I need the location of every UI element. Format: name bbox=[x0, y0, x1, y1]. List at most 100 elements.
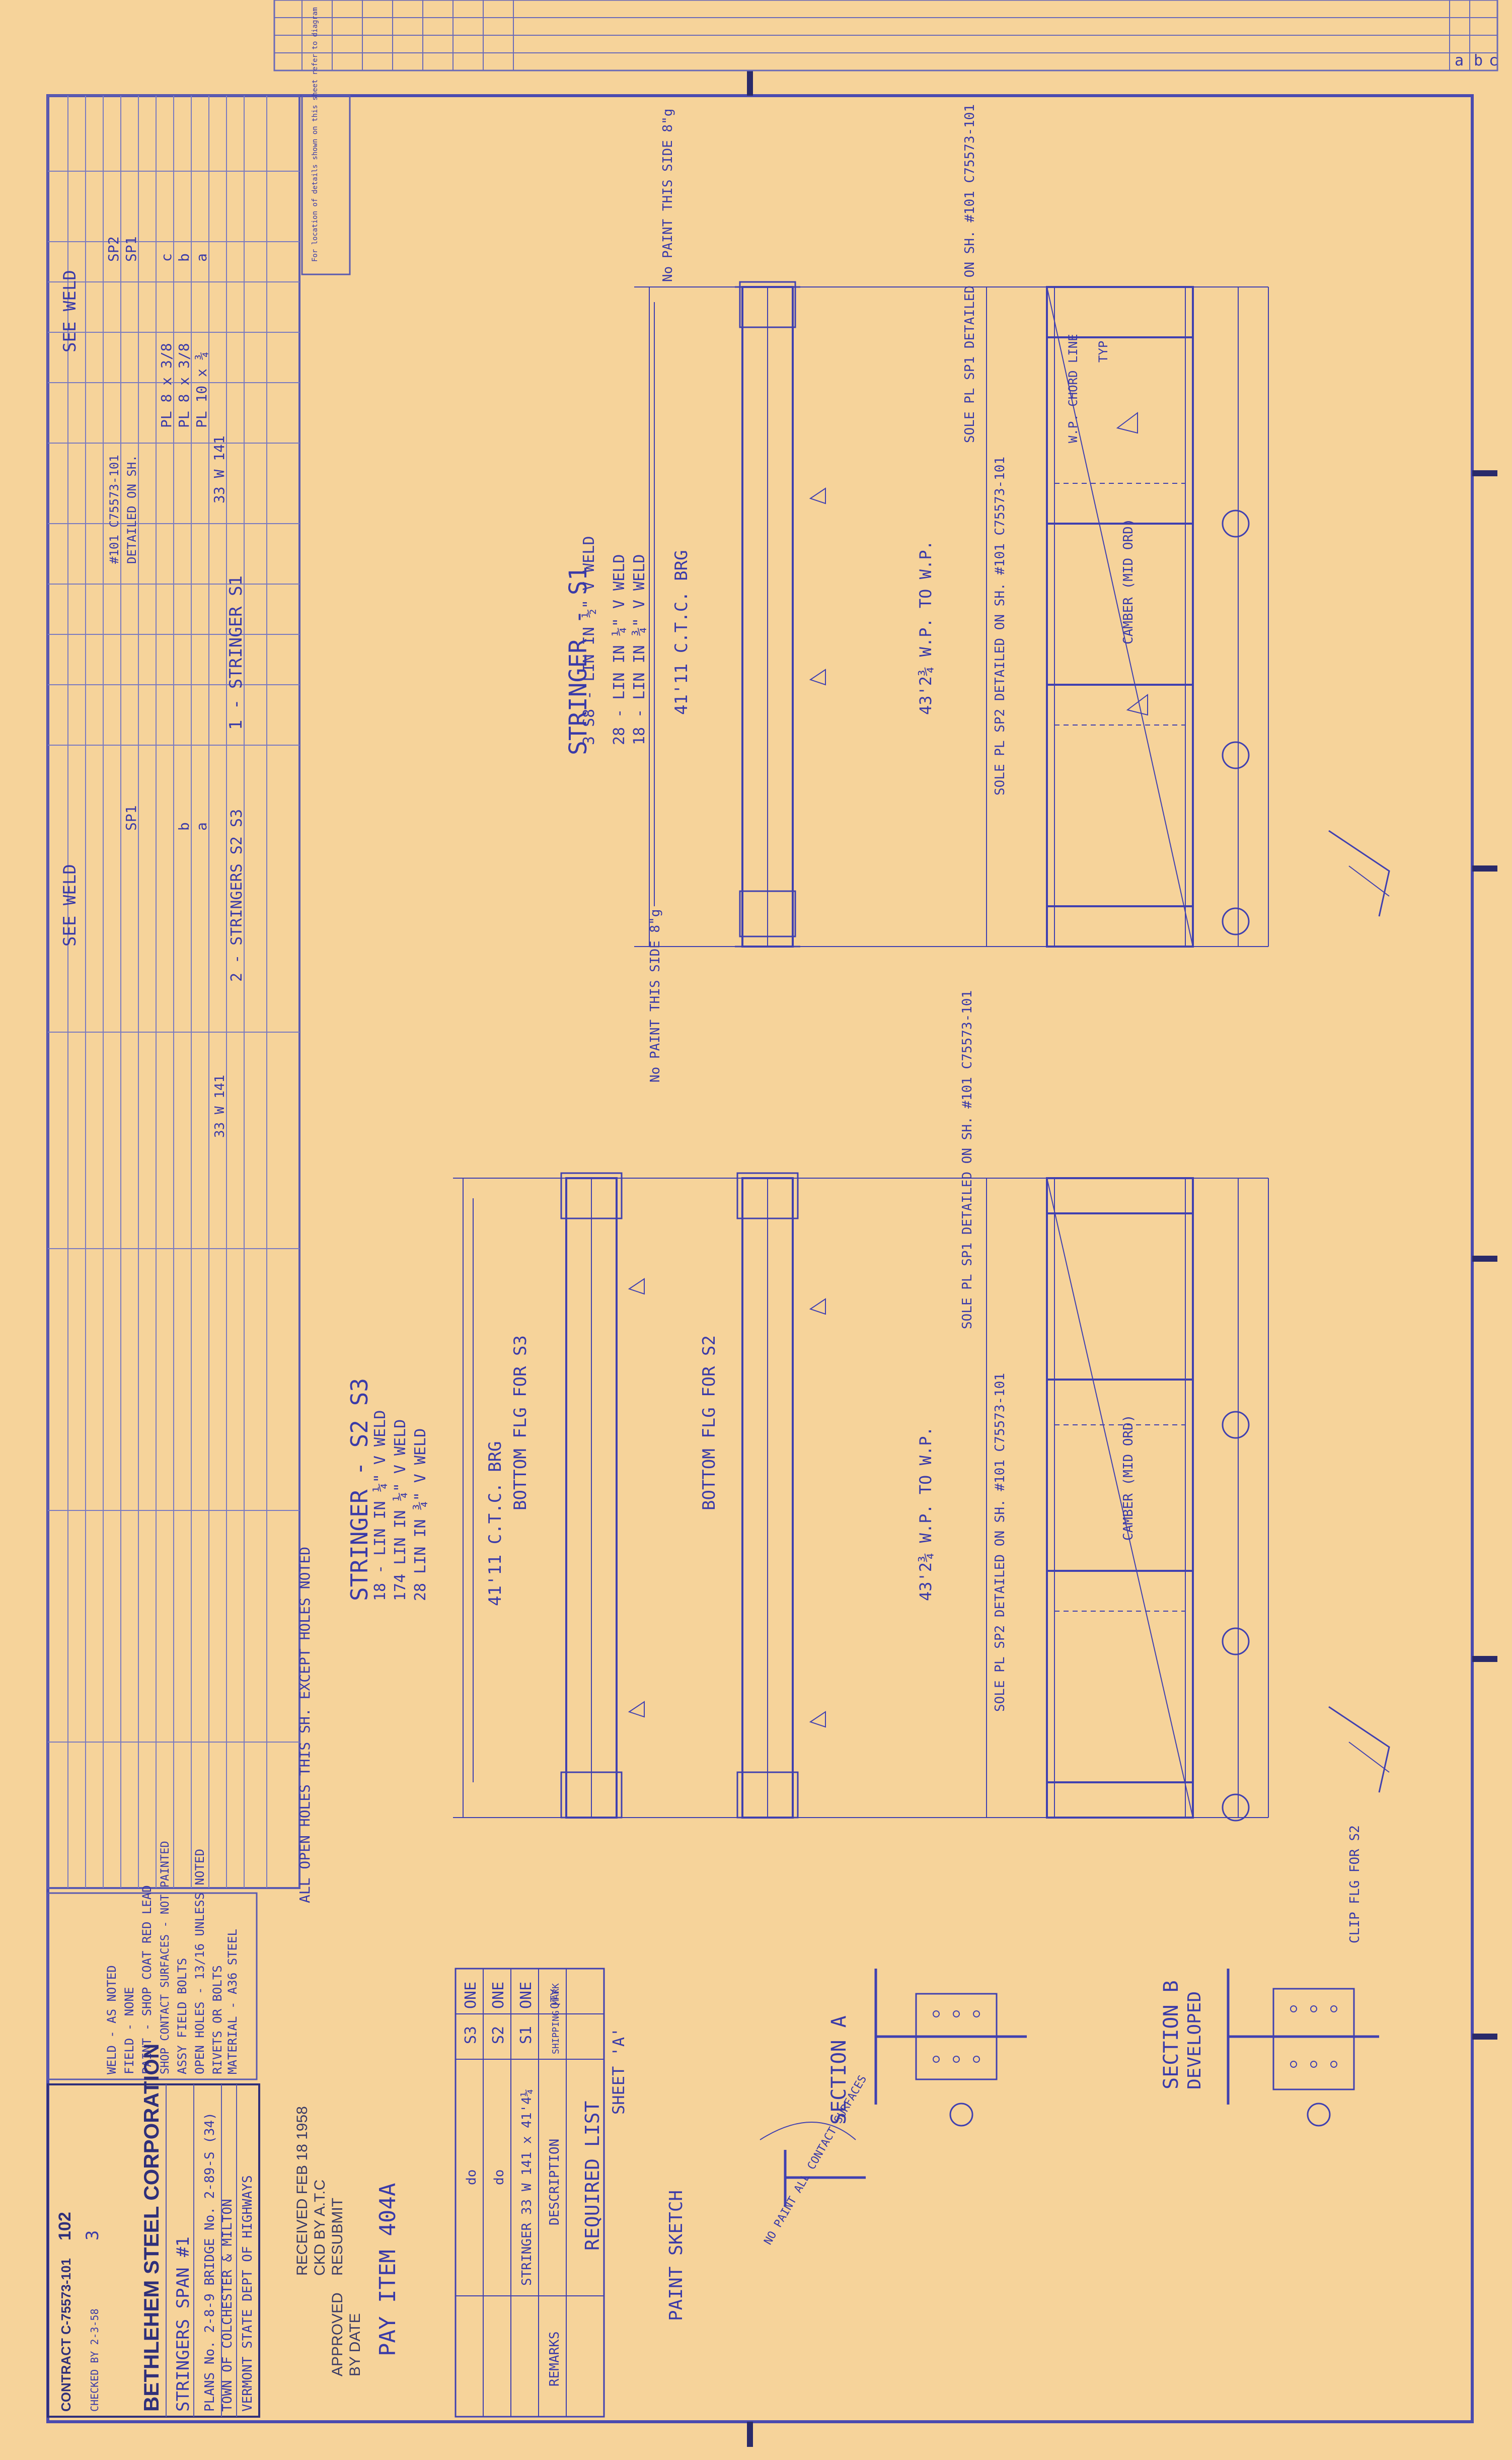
company-name: BETHLEHEM STEEL CORPORATION bbox=[139, 2044, 163, 2412]
checked-by: CHECKED BY 2-3-58 bbox=[89, 2308, 101, 2412]
schedule-row: SP1 bbox=[123, 805, 139, 831]
stringer-s2s3-elevation bbox=[453, 1172, 1390, 1822]
stringer-s2s3-camber: CAMBER (MID ORD) bbox=[1121, 1415, 1136, 1541]
note-1: MATERIAL - A36 STEEL bbox=[225, 1929, 240, 2074]
project-name: VERMONT STATE DEPT OF HIGHWAYS bbox=[240, 2175, 255, 2412]
all-holes-note: ALL OPEN HOLES THIS SH. EXCEPT HOLES NOT… bbox=[296, 1547, 313, 1903]
corner-letter-c: c bbox=[1489, 52, 1498, 69]
schedule-row: SEE WELD bbox=[60, 864, 80, 947]
required-row-1-desc: STRINGER 33 W 141 x 41'4¼ bbox=[519, 2089, 535, 2286]
required-list: SHEET 'A' REQUIRED LIST QTY SHIPPING MAR… bbox=[455, 1968, 628, 2418]
stringer-s1-sole-pl-2: SOLE PL SP2 DETAILED ON SH. #101 C75573-… bbox=[993, 457, 1008, 795]
section-a-label: SECTION A bbox=[827, 2015, 851, 2125]
required-row-3-desc: do bbox=[464, 2169, 479, 2185]
schedule-header-note: For location of details shown on this sh… bbox=[311, 7, 319, 262]
schedule-row: PL 8 x 3/8 bbox=[176, 343, 192, 428]
stringer-s2s3-dim-ctc: 41'11 C.T.C. BRG bbox=[485, 1441, 505, 1606]
note-3: OPEN HOLES - 13/16 UNLESS NOTED bbox=[193, 1849, 207, 2074]
section-b-label: SECTION B bbox=[1160, 1980, 1183, 2089]
pay-item: PAY ITEM 404A bbox=[375, 2183, 401, 2356]
stringer-s1-no-paint: No PAINT THIS SIDE 8"g bbox=[660, 109, 675, 282]
required-row-3-mark: S3 bbox=[462, 2026, 480, 2044]
title-block: BETHLEHEM STEEL CORPORATION VERMONT STAT… bbox=[47, 2044, 260, 2418]
stringer-s2s3-no-paint: No PAINT THIS SIDE 8"g bbox=[648, 909, 663, 1082]
schedule-row: b bbox=[176, 253, 192, 262]
required-row-2-mark: S2 bbox=[490, 2026, 507, 2044]
received-stamp: RECEIVED FEB 18 1958 CKD BY A.T.C RESUBM… bbox=[294, 2106, 363, 2376]
required-row-1-mark: S1 bbox=[517, 2026, 535, 2044]
stringer-s2s3-labels: STRINGER - S2 S3 18 - LIN IN ¼" V WELD 1… bbox=[346, 909, 1363, 1943]
contract-number: CONTRACT C-75573-101 bbox=[58, 2258, 73, 2412]
project-job: PLANS No. 2-8-9 BRIDGE No. 2-89-S (34) bbox=[202, 2112, 217, 2412]
stringer-s1-spec-2: 28 - LIN IN ¼" V WELD bbox=[611, 554, 628, 745]
required-list-h-mark: SHIPPING MARK bbox=[551, 1983, 561, 2054]
schedule-row: 2 - STRINGERS S2 S3 bbox=[228, 809, 246, 982]
schedule-row: PL 10 x ¾ bbox=[193, 351, 210, 428]
note-5: SHOP CONTACT SURFACES - NOT PAINTED bbox=[159, 1841, 172, 2074]
required-list-sheet: SHEET 'A' bbox=[609, 2028, 628, 2115]
stringer-s1-sole-pl-1: SOLE PL SP1 DETAILED ON SH. #101 C75573-… bbox=[962, 104, 977, 443]
stringer-s2s3-spec-2: 174 LIN IN ¼" V WELD bbox=[392, 1419, 409, 1601]
received-line-5: BY DATE bbox=[347, 2313, 363, 2376]
stringer-s1-dim-total: 43'2¾ W.P. TO W.P. bbox=[916, 540, 935, 715]
stringer-s2s3-title: STRINGER - S2 S3 bbox=[346, 1378, 373, 1601]
required-list-h-qty: QTY bbox=[549, 1989, 562, 2009]
schedule-row: c bbox=[158, 253, 175, 262]
received-line-4: APPROVED bbox=[329, 2292, 346, 2376]
schedule-row: SEE WELD bbox=[60, 270, 80, 352]
received-line-2: CKD BY A.T.C bbox=[312, 2180, 328, 2276]
required-row-3-qty: ONE bbox=[462, 1982, 480, 2009]
paint-sketch bbox=[760, 2122, 866, 2205]
general-notes: MATERIAL - A36 STEEL RIVETS OR BOLTS OPE… bbox=[47, 1841, 258, 2080]
stringer-s1-title: STRINGER - S1 bbox=[564, 566, 592, 755]
revision-grid: a b c bbox=[273, 0, 1498, 71]
required-row-2-qty: ONE bbox=[490, 1982, 507, 2009]
required-list-title: REQUIRED LIST bbox=[581, 2101, 603, 2251]
schedule-row: a bbox=[193, 253, 210, 262]
stringer-s1-dim-ctc: 41'11 C.T.C. BRG bbox=[671, 550, 692, 715]
sheet-number: 3 bbox=[83, 2230, 103, 2240]
drawing-number: 102 bbox=[55, 2212, 74, 2240]
stringer-s1-elevation bbox=[634, 281, 1390, 948]
section-b-detail bbox=[1227, 1969, 1379, 2127]
stringer-s1-chord: W.P. CHORD LINE bbox=[1066, 334, 1080, 443]
schedule-row: DETAILED ON SH. bbox=[125, 455, 139, 564]
required-list-h-desc: DESCRIPTION bbox=[547, 2139, 562, 2225]
required-row-1-qty: ONE bbox=[517, 1982, 535, 2009]
drawing-subject: STRINGERS SPAN #1 bbox=[173, 2236, 193, 2412]
bottom-flg-s3: BOTTOM FLG FOR S3 bbox=[510, 1335, 531, 1510]
stringer-s2s3-sole-pl-2: SOLE PL SP2 DETAILED ON SH. #101 C75573-… bbox=[993, 1373, 1008, 1712]
schedule-row: #101 C75573-101 bbox=[107, 455, 121, 564]
note-4: ASSY FIELD BOLTS bbox=[175, 1958, 189, 2074]
note-7: FIELD - NONE bbox=[122, 1987, 136, 2074]
schedule-row: 33 W 141 bbox=[212, 1075, 228, 1138]
schedule-row: a bbox=[193, 822, 210, 831]
schedule-row: SP1 bbox=[123, 236, 139, 262]
schedule-row: 1 - STRINGER S1 bbox=[226, 575, 246, 730]
border-ticks bbox=[747, 70, 1497, 2447]
note-8: WELD - AS NOTED bbox=[105, 1965, 119, 2074]
paint-sketch-label: PAINT SKETCH bbox=[666, 2190, 687, 2321]
required-row-2-desc: do bbox=[492, 2169, 507, 2185]
required-list-h-remarks: REMARKS bbox=[547, 2331, 562, 2386]
received-line-1: RECEIVED FEB 18 1958 bbox=[294, 2106, 311, 2276]
material-schedule: For location of details shown on this sh… bbox=[47, 7, 351, 1889]
corner-letter-a: a bbox=[1455, 52, 1464, 69]
clip-flg-note: CLIP FLG FOR S2 bbox=[1347, 1825, 1363, 1943]
stringer-s1-labels: STRINGER - S1 3 S8 - LIN IN ½" V WELD 28… bbox=[564, 104, 1136, 795]
schedule-row: 33 W 141 bbox=[211, 436, 228, 503]
section-a-detail bbox=[874, 1969, 1027, 2127]
section-b-sub: DEVELOPED bbox=[1184, 1991, 1205, 2089]
stringer-s1-spec-1: 3 S8 - LIN IN ½" V WELD bbox=[580, 536, 598, 745]
stringer-s1-camber: CAMBER (MID ORD) bbox=[1121, 519, 1136, 644]
received-line-3: RESUBMIT bbox=[329, 2198, 346, 2276]
stringer-s2s3-sole-pl-1: SOLE PL SP1 DETAILED ON SH. #101 C75573-… bbox=[960, 990, 975, 1329]
project-location: TOWN OF COLCHESTER & MILTON bbox=[220, 2199, 235, 2412]
stringer-s1-typ: TYP bbox=[1096, 341, 1110, 363]
schedule-row: PL 8 x 3/8 bbox=[158, 343, 175, 428]
stringer-s1-spec-3: 18 - LIN IN ¾" V WELD bbox=[631, 554, 648, 745]
stringer-s2s3-dim-total: 43'2¾ W.P. TO W.P. bbox=[916, 1426, 935, 1601]
